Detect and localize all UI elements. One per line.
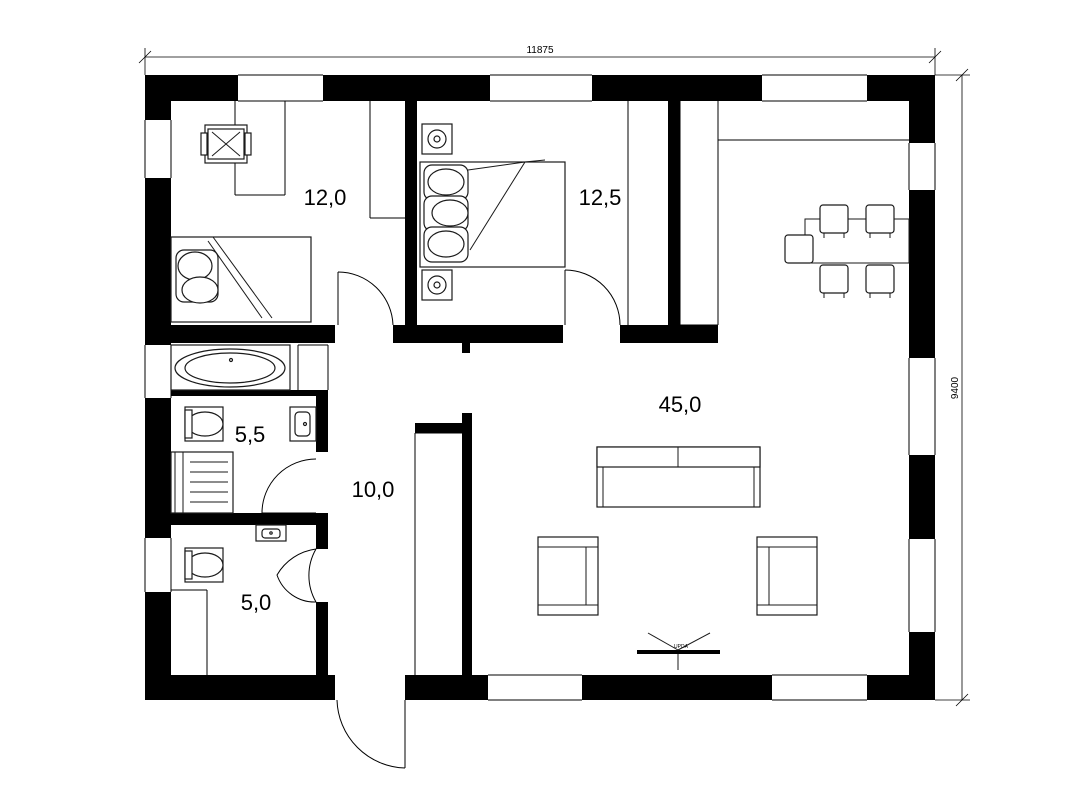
door-bedroom-right[interactable] bbox=[564, 269, 621, 326]
door-entrance[interactable] bbox=[336, 699, 406, 769]
dimension-width: 11875 bbox=[138, 45, 942, 75]
area-bedroom-right: 12,5 bbox=[579, 185, 622, 210]
armchair-left bbox=[537, 536, 599, 616]
tv-icon: UPDA bbox=[637, 632, 720, 670]
washbasin-wc bbox=[255, 524, 287, 542]
nightstand-top-icon bbox=[421, 123, 453, 155]
bathtub bbox=[170, 344, 291, 391]
area-toilet: 5,0 bbox=[241, 590, 272, 615]
width-label: 11875 bbox=[526, 45, 554, 56]
area-bathroom: 5,5 bbox=[235, 422, 266, 447]
shower bbox=[170, 451, 234, 514]
interior-walls bbox=[145, 101, 718, 675]
sofa bbox=[596, 446, 761, 508]
outer-walls bbox=[145, 75, 935, 700]
area-hallway: 10,0 bbox=[352, 477, 395, 502]
area-bedroom-left: 12,0 bbox=[304, 185, 347, 210]
nightstand-bottom-icon bbox=[421, 269, 453, 301]
armchair-right bbox=[756, 536, 818, 616]
bed-single bbox=[170, 236, 312, 323]
chair-icon bbox=[784, 204, 895, 298]
toilet-wc bbox=[184, 547, 224, 583]
doors bbox=[261, 269, 621, 769]
door-bathroom[interactable] bbox=[261, 458, 317, 514]
height-label: 9400 bbox=[950, 376, 961, 399]
door-bedroom-left[interactable] bbox=[337, 271, 394, 326]
bed-double bbox=[419, 159, 566, 268]
desk-chair-icon bbox=[200, 124, 252, 164]
interior-lines bbox=[171, 101, 909, 675]
door-toilet[interactable] bbox=[276, 548, 317, 603]
tv-label: UPDA bbox=[674, 644, 689, 650]
dining-set bbox=[784, 204, 910, 298]
area-living-room: 45,0 bbox=[659, 392, 702, 417]
washbasin-bathroom bbox=[289, 406, 317, 442]
dimension-height: 9400 bbox=[935, 68, 970, 707]
windows bbox=[144, 74, 936, 701]
toilet-bathroom bbox=[184, 406, 224, 442]
